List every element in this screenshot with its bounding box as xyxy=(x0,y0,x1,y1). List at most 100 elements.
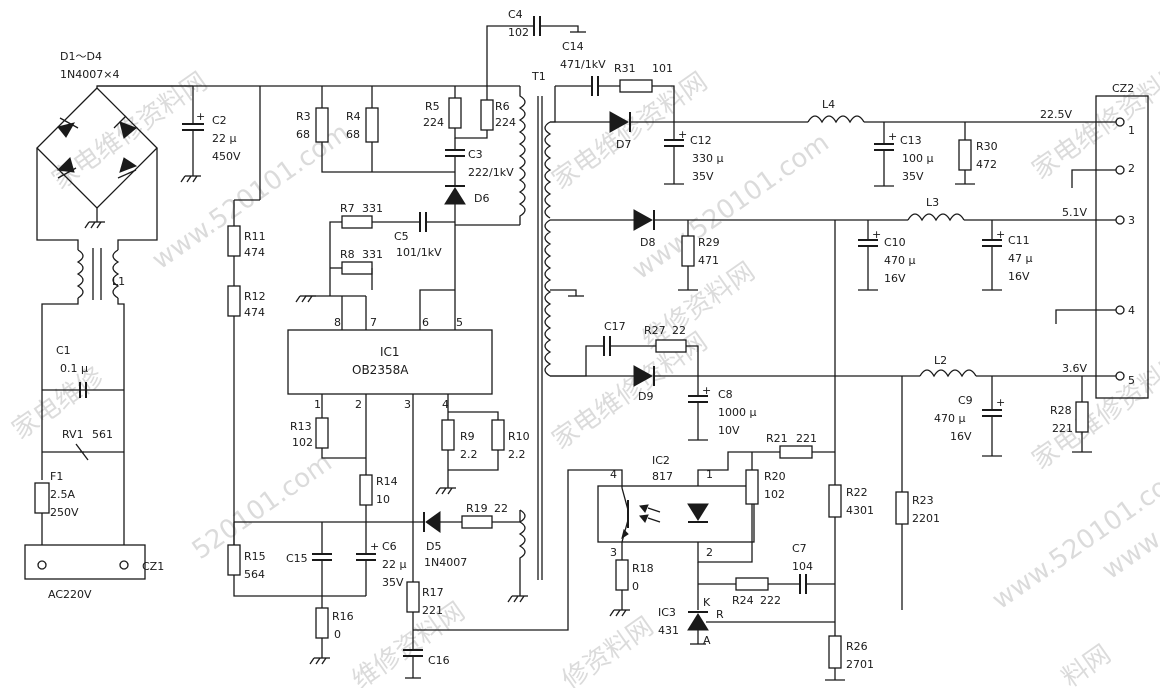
cz2-label: CZ2 xyxy=(1112,82,1134,95)
cz2-pin-number: 4 xyxy=(1128,304,1135,317)
c15-capacitor: C15 xyxy=(286,552,332,565)
c14-label: C14 xyxy=(562,40,584,53)
r13-value: 102 xyxy=(292,436,313,449)
ic1-pin: 6 xyxy=(422,316,429,329)
r11-label: R11 xyxy=(244,230,266,243)
r23-value: 2201 xyxy=(912,512,940,525)
ic2-part: 817 xyxy=(652,470,673,483)
c6-rating: 35V xyxy=(382,576,404,589)
r12-value: 474 xyxy=(244,306,265,319)
r16-resistor: R16 0 xyxy=(315,607,354,641)
c10-value: 470 μ xyxy=(884,254,916,267)
d7-label: D7 xyxy=(616,138,631,151)
c6-capacitor: + C6 22 μ 35V xyxy=(356,540,407,589)
r9-value: 2.2 xyxy=(460,448,478,461)
r10-resistor: R10 2.2 xyxy=(491,419,530,461)
r30-value: 472 xyxy=(976,158,997,171)
r6-label: R6 xyxy=(495,100,510,113)
cz2-pin-number: 1 xyxy=(1128,124,1135,137)
cz2-pin-number: 3 xyxy=(1128,214,1135,227)
d6-diode: D6 xyxy=(444,172,489,225)
ic1-pin: 4 xyxy=(442,398,449,411)
r13-resistor: R13 102 xyxy=(290,417,329,449)
c4-label: C4 xyxy=(508,8,523,21)
c2-label: C2 xyxy=(212,114,227,127)
r31-value: 101 xyxy=(652,62,673,75)
r5-label: R5 xyxy=(425,100,440,113)
c2-capacitor: + C2 22 μ 450V xyxy=(180,86,241,183)
ground-symbol xyxy=(84,221,105,229)
c6-label: C6 xyxy=(382,540,397,553)
l4-label: L4 xyxy=(822,98,835,111)
c10-capacitor: + C10 470 μ 16V xyxy=(858,220,916,285)
ic3-shunt-regulator: IC3 431 K R A xyxy=(658,596,835,647)
r29-value: 471 xyxy=(698,254,719,267)
c12-plus: + xyxy=(678,128,687,141)
c14-capacitor: C14 471/1kV xyxy=(555,40,606,96)
ic2-label: IC2 xyxy=(652,454,670,467)
watermark-text: 料网 xyxy=(1057,639,1117,688)
r28-value: 221 xyxy=(1052,422,1073,435)
c2-plus: + xyxy=(196,110,205,123)
d7-diode: D7 xyxy=(609,111,631,151)
r11-resistor: R11 474 xyxy=(227,225,266,259)
r20-label: R20 xyxy=(764,470,786,483)
r7-resistor: R7 331 xyxy=(340,202,383,229)
r21-label: R21 xyxy=(766,432,788,445)
r4-resistor: R4 68 xyxy=(346,107,379,143)
r9-resistor: R9 2.2 xyxy=(441,419,478,461)
bridge-diode xyxy=(57,117,79,138)
ic1-pin: 7 xyxy=(370,316,377,329)
ic3-pin-a: A xyxy=(703,634,711,647)
watermark-text: www.520101.com xyxy=(627,128,835,286)
ic3-pin-k: K xyxy=(703,596,711,609)
r7-value: 331 xyxy=(362,202,383,215)
c1-value: 0.1 μ xyxy=(60,362,88,375)
r31-label: R31 xyxy=(614,62,636,75)
r22-resistor: R22 4301 xyxy=(828,484,874,518)
c13-plus: + xyxy=(888,130,897,143)
c11-value: 47 μ xyxy=(1008,252,1033,265)
r14-label: R14 xyxy=(376,475,398,488)
r23-label: R23 xyxy=(912,494,934,507)
ic2-optocoupler: IC2 817 4 1 3 2 xyxy=(597,454,755,559)
c10-plus: + xyxy=(872,228,881,241)
cz1-connector: CZ1 AC220V xyxy=(24,544,164,601)
c8-label: C8 xyxy=(718,388,733,401)
c2-rating: 450V xyxy=(212,150,241,163)
c8-rating: 10V xyxy=(718,424,740,437)
r29-resistor: R29 471 xyxy=(681,235,720,267)
r5-resistor: R5 224 xyxy=(423,97,462,129)
c11-plus: + xyxy=(996,228,1005,241)
c1-label: C1 xyxy=(56,344,71,357)
bridge-diode xyxy=(117,157,138,179)
r21-value: 221 xyxy=(796,432,817,445)
c17-capacitor: C17 xyxy=(603,320,626,356)
c11-capacitor: + C11 47 μ 16V xyxy=(982,220,1033,283)
d5-diode: D5 1N4007 xyxy=(423,511,467,569)
watermark-text: 家电维修资料网 xyxy=(1027,57,1160,186)
cz2-pin-voltage: 5.1V xyxy=(1062,206,1087,219)
r18-label: R18 xyxy=(632,562,654,575)
l2-label: L2 xyxy=(934,354,947,367)
r29-label: R29 xyxy=(698,236,720,249)
ic2-pin: 1 xyxy=(706,468,713,481)
r10-value: 2.2 xyxy=(508,448,526,461)
c9-capacitor: + C9 470 μ 16V xyxy=(934,376,1005,443)
c10-rating: 16V xyxy=(884,272,906,285)
r27-resistor: R27 22 xyxy=(644,324,687,353)
r8-label: R8 xyxy=(340,248,355,261)
ic3-part: 431 xyxy=(658,624,679,637)
cz1-ac-label: AC220V xyxy=(48,588,92,601)
c6-value: 22 μ xyxy=(382,558,407,571)
l3-inductor: L3 xyxy=(907,196,965,222)
r30-label: R30 xyxy=(976,140,998,153)
r8-value: 331 xyxy=(362,248,383,261)
r23-resistor: R23 2201 xyxy=(895,491,940,525)
c3-value: 222/1kV xyxy=(468,166,514,179)
ic1-pin: 5 xyxy=(456,316,463,329)
ic1-part: OB2358A xyxy=(352,363,409,377)
c5-value: 101/1kV xyxy=(396,246,442,259)
c17-label: C17 xyxy=(604,320,626,333)
